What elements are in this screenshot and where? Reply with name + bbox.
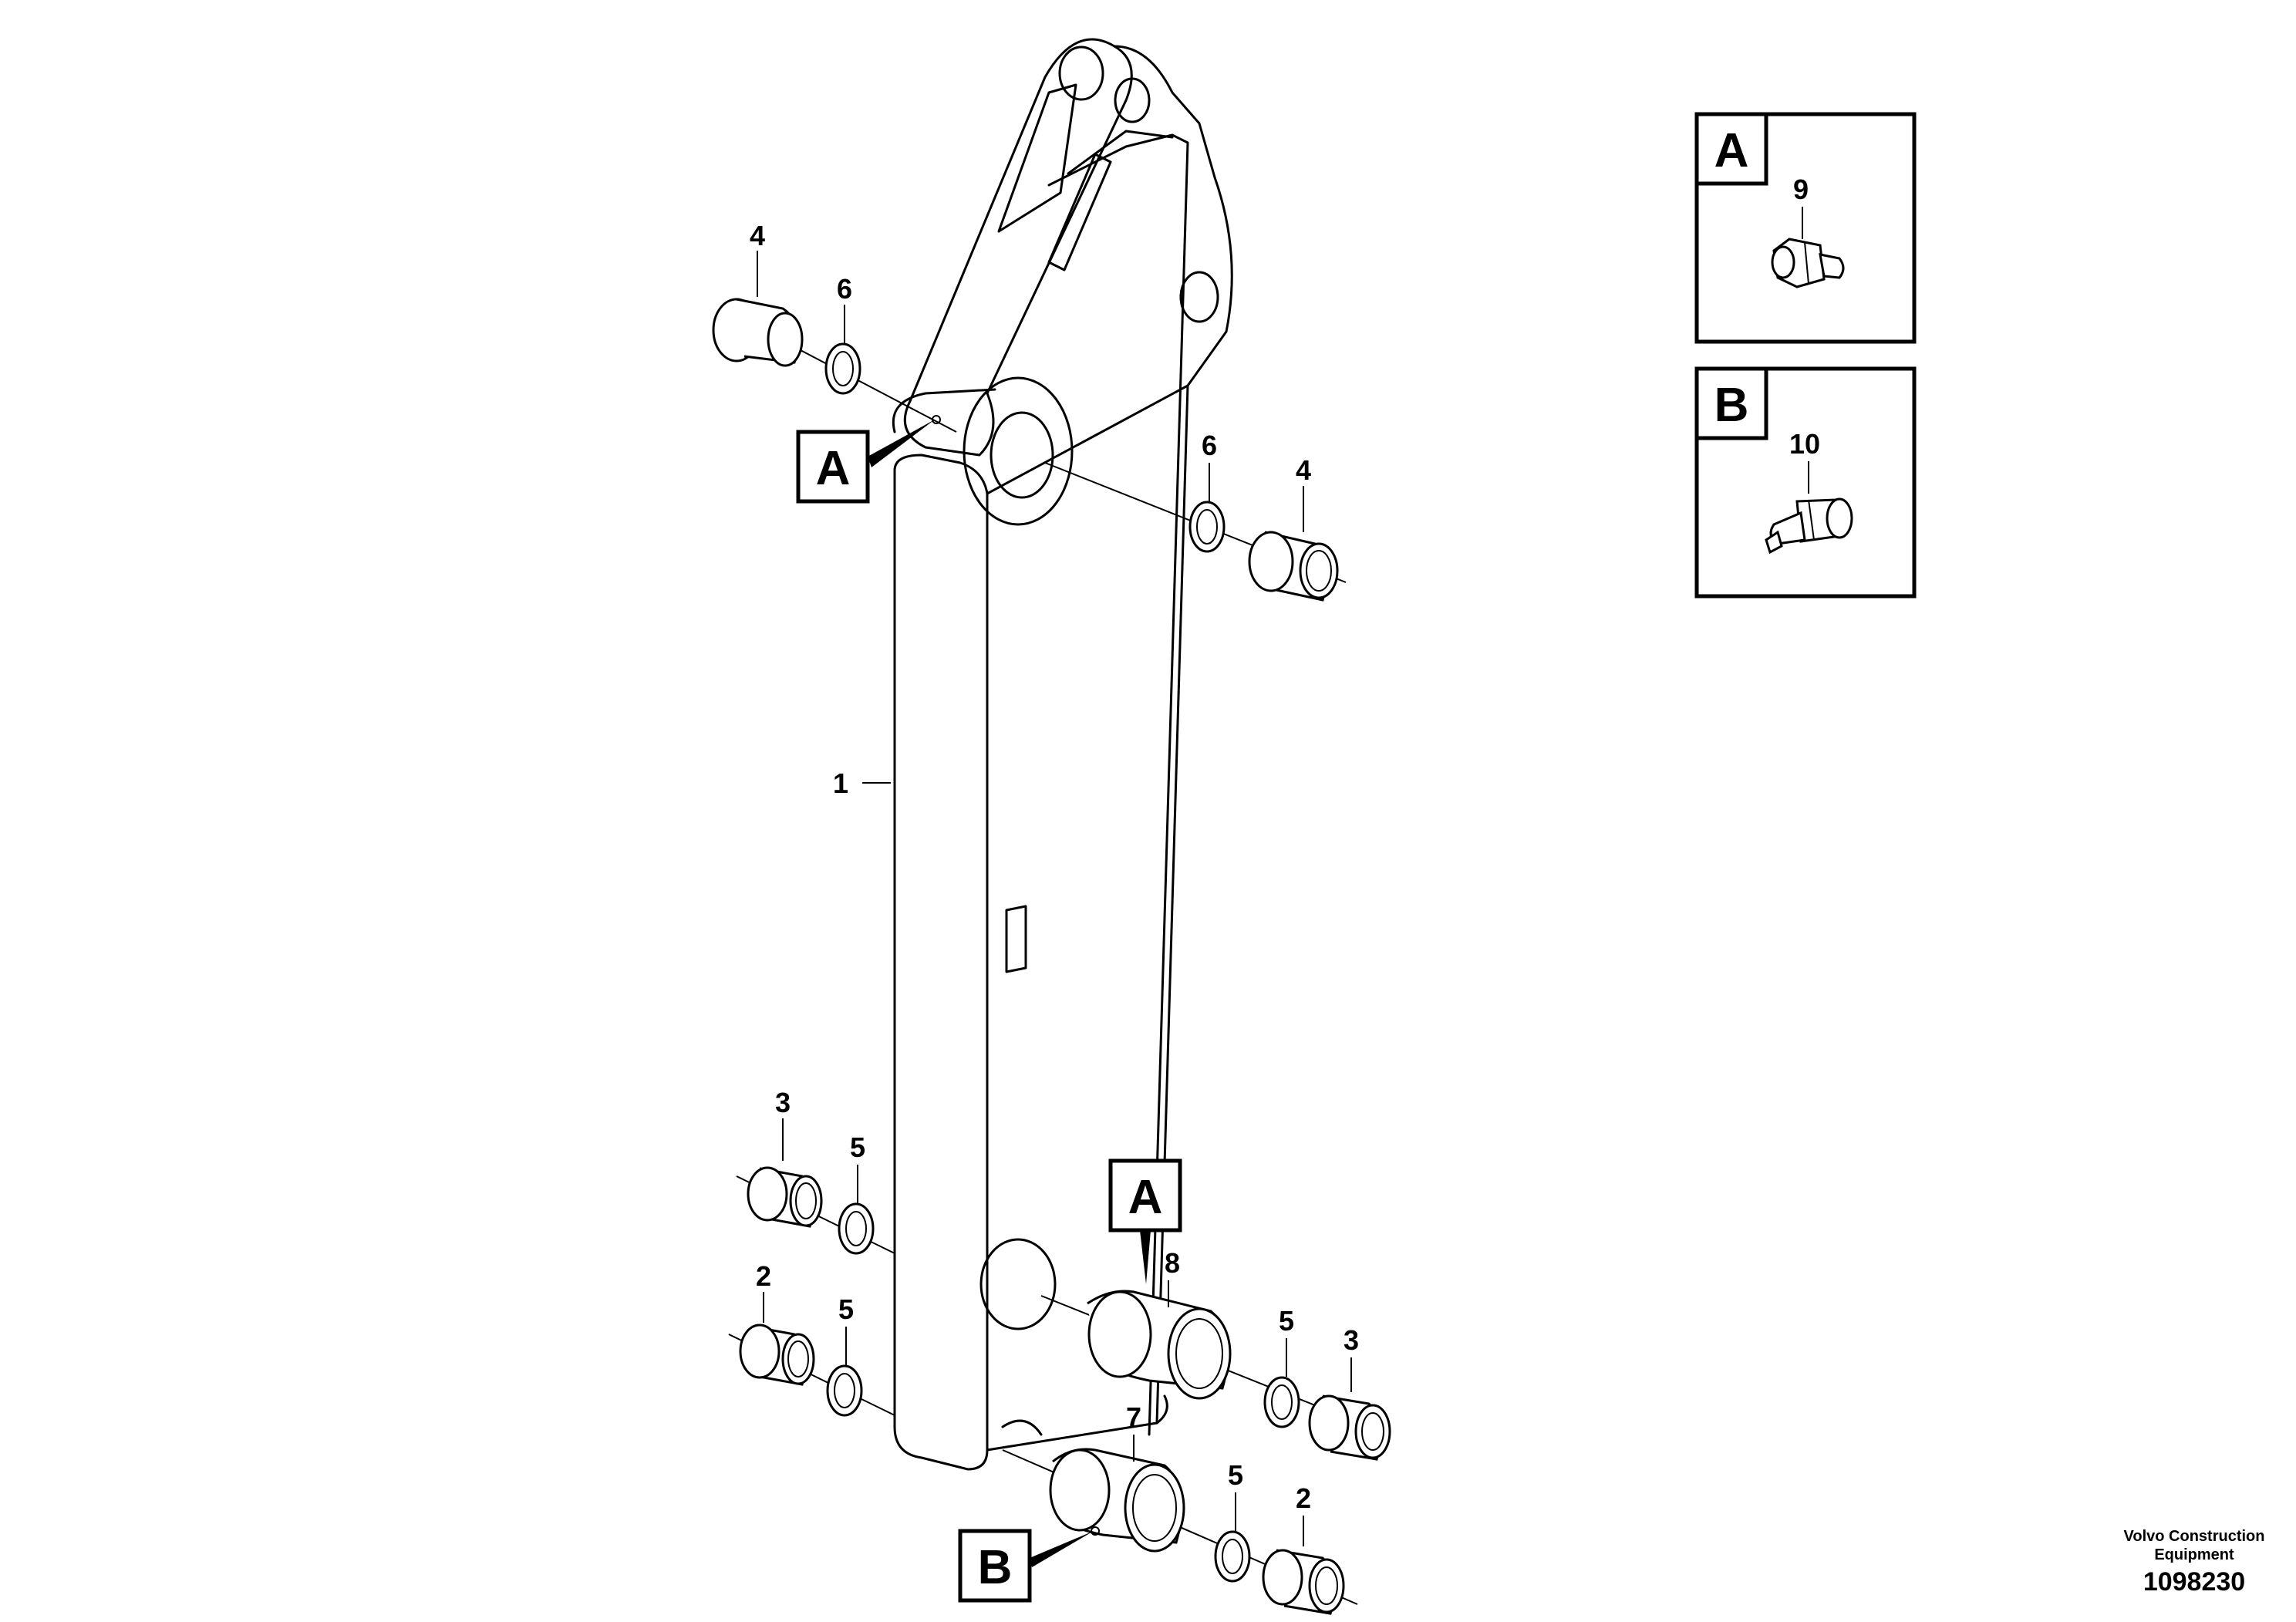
bushing-3-left: 3 <box>736 1087 895 1254</box>
shim-5-low-left: 5 <box>826 1293 863 1417</box>
shim-5-mid-left: 5 <box>838 1131 875 1255</box>
shim-5-lower-right: 5 <box>1214 1459 1251 1583</box>
callout-b-pin: B <box>958 1526 1100 1603</box>
svg-text:A: A <box>816 442 851 495</box>
pin-7: 7 <box>1002 1401 1358 1605</box>
svg-text:5: 5 <box>850 1131 865 1163</box>
detail-b-panel: B 10 <box>1694 366 1917 599</box>
grease-nipple-straight-icon <box>1771 238 1845 288</box>
callout-a-top: A <box>796 415 941 504</box>
bushing-2-left: 2 <box>728 1260 895 1416</box>
svg-text:5: 5 <box>1279 1305 1294 1337</box>
shim-6-right: 6 <box>1044 430 1347 583</box>
svg-text:A: A <box>1128 1171 1163 1224</box>
svg-text:6: 6 <box>1202 430 1217 461</box>
svg-text:3: 3 <box>775 1087 791 1118</box>
shim-6-left: 6 <box>824 273 861 395</box>
label-part-1: 1 <box>833 767 891 799</box>
svg-text:A: A <box>1714 124 1749 177</box>
svg-text:4: 4 <box>1296 454 1311 486</box>
svg-text:9: 9 <box>1793 174 1809 205</box>
svg-text:2: 2 <box>1296 1482 1311 1514</box>
shim-5-upper-right: 5 <box>1263 1305 1300 1428</box>
svg-text:Volvo Construction: Volvo Construction <box>2124 1528 2265 1545</box>
bushing-4-right: 4 <box>1248 454 1339 602</box>
callout-a-pin: A <box>1108 1158 1182 1284</box>
detail-a-panel: A 9 <box>1694 112 1917 344</box>
svg-text:4: 4 <box>750 220 765 251</box>
bushing-4-left: 4 <box>712 220 957 433</box>
bushing-3-right: 3 <box>1308 1324 1391 1461</box>
svg-text:6: 6 <box>837 273 852 305</box>
svg-text:5: 5 <box>838 1293 854 1325</box>
svg-text:Equipment: Equipment <box>2154 1546 2234 1563</box>
svg-text:2: 2 <box>756 1260 771 1292</box>
svg-text:5: 5 <box>1228 1459 1243 1491</box>
grease-nipple-angled-icon <box>1765 497 1853 555</box>
bushing-2-right: 2 <box>1262 1482 1345 1615</box>
svg-text:1: 1 <box>833 767 848 799</box>
svg-text:10: 10 <box>1789 428 1820 460</box>
svg-text:8: 8 <box>1165 1247 1180 1279</box>
svg-text:B: B <box>978 1541 1013 1594</box>
svg-text:1098230: 1098230 <box>2143 1567 2245 1597</box>
svg-text:B: B <box>1714 379 1749 432</box>
footer-credit: Volvo Construction Equipment 1098230 <box>2124 1528 2265 1597</box>
svg-text:3: 3 <box>1344 1324 1359 1356</box>
dipper-arm <box>892 38 1233 1471</box>
svg-text:7: 7 <box>1126 1401 1141 1433</box>
